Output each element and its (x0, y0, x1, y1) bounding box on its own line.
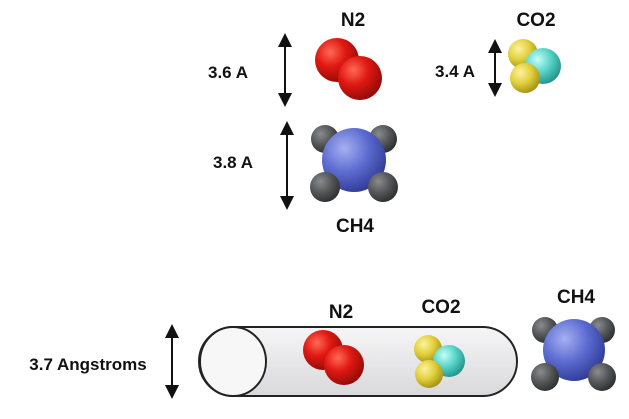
n2-molecule-in-tube (303, 330, 364, 385)
ch4-molecule-bottom (531, 317, 616, 391)
n2-top-label: N2 (341, 10, 365, 31)
co2-top-label: CO2 (516, 10, 555, 31)
ch4-molecule-top (310, 125, 398, 202)
co2-molecule-top (508, 39, 561, 93)
co2-molecule-in-tube (414, 335, 465, 388)
ch4-size-label: 3.8 A (213, 153, 253, 172)
ch4-top-label: CH4 (336, 216, 374, 237)
n2-bottom-label: N2 (329, 302, 353, 323)
n2-molecule-top (315, 38, 382, 100)
n2-size-label: 3.6 A (208, 63, 248, 82)
co2-size-label: 3.4 A (435, 62, 475, 81)
pore-tube-opening (199, 326, 267, 397)
pore-size-label: 3.7 Angstroms (29, 355, 146, 374)
co2-bottom-label: CO2 (421, 297, 460, 318)
ch4-bottom-label: CH4 (557, 287, 595, 308)
